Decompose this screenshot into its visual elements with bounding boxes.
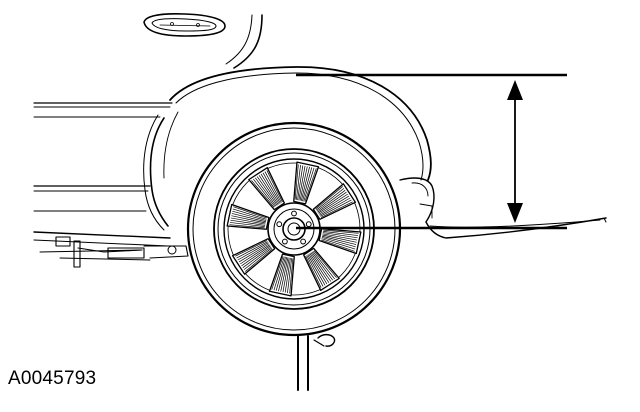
arrow-head-up	[507, 80, 523, 100]
rim-spoke	[226, 203, 270, 230]
wheel-arch	[143, 66, 607, 239]
underbody	[33, 231, 189, 268]
rim-spokes	[226, 161, 362, 297]
arrow-head-down	[507, 203, 523, 223]
measurement-indicator	[296, 73, 567, 230]
lug-nut	[276, 221, 283, 228]
rim-spoke	[293, 161, 320, 205]
door-handle	[143, 13, 226, 37]
rim-spoke	[232, 238, 276, 275]
tire-and-wheel	[186, 121, 402, 337]
lug-nut	[291, 210, 297, 217]
body-side-lines	[33, 102, 173, 212]
rim-spoke	[268, 253, 295, 297]
jack-stand	[297, 333, 336, 391]
lug-nut	[281, 238, 288, 245]
rim-spoke	[303, 247, 340, 291]
figure-id-label: A0045793	[8, 368, 97, 389]
rim-spoke	[248, 167, 285, 211]
lug-nut	[300, 238, 307, 245]
upper-body	[143, 13, 263, 69]
rim-spoke	[312, 183, 356, 220]
lug-nuts	[276, 210, 312, 245]
rim-spoke	[318, 228, 362, 255]
lug-nut	[305, 221, 312, 228]
